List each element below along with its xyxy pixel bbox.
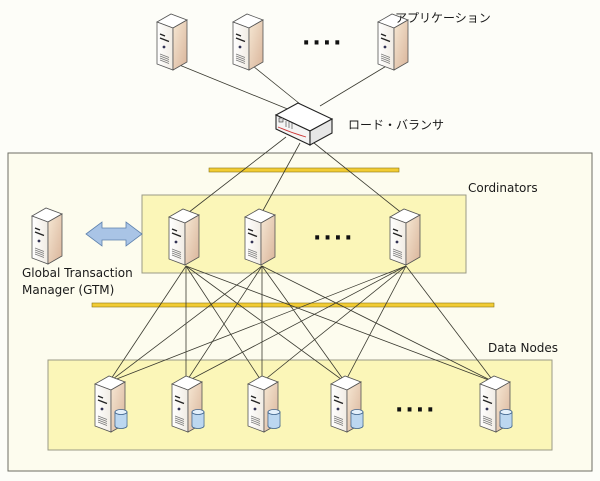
gtm-label: Global Transaction Manager (GTM) — [22, 265, 133, 299]
connection-line — [313, 142, 404, 215]
database-icon — [350, 409, 364, 429]
connection-line — [108, 265, 263, 383]
database-icon — [499, 409, 513, 429]
connection-line — [185, 265, 407, 383]
connection-line — [344, 265, 407, 383]
gtm-coordinator-arrow — [85, 221, 143, 247]
coordinators-label: Cordinators — [468, 181, 538, 195]
connection-line — [185, 265, 346, 383]
database-icon — [267, 409, 281, 429]
coordinators-ellipsis: ···· — [313, 226, 354, 251]
database-icon — [191, 409, 205, 429]
connection-line — [261, 265, 346, 383]
connection-lines — [108, 61, 495, 383]
gtm-server — [31, 207, 63, 265]
coordinator-server — [244, 208, 276, 266]
coordinator-bus — [208, 167, 400, 173]
app-server — [232, 13, 264, 71]
connection-line — [261, 265, 495, 383]
data-nodes-group — [47, 359, 553, 451]
applications-label: アプリケーション — [395, 11, 491, 25]
connection-line — [108, 265, 407, 383]
gtm-label-line2: Manager (GTM) — [22, 283, 115, 297]
connection-line — [185, 265, 263, 383]
load-balancer-label: ロード・バランサ — [348, 118, 445, 132]
load-balancer-icon — [274, 102, 334, 146]
gtm-label-line1: Global Transaction — [22, 266, 133, 280]
connection-line — [171, 61, 291, 111]
apps-ellipsis: ···· — [302, 31, 343, 56]
database-icon — [114, 409, 128, 429]
connection-line — [108, 265, 187, 383]
coordinator-server — [168, 208, 200, 266]
connection-line — [259, 142, 301, 217]
connection-line — [261, 265, 407, 383]
connection-line — [319, 61, 394, 107]
datanodes-ellipsis: ···· — [395, 398, 436, 423]
connection-line — [405, 265, 495, 383]
data-nodes-label: Data Nodes — [488, 341, 559, 355]
coordinator-server — [389, 208, 421, 266]
app-server — [156, 13, 188, 71]
datanode-bus — [91, 302, 495, 308]
connection-line — [183, 136, 287, 217]
connection-line — [247, 61, 301, 105]
connection-line — [185, 265, 495, 383]
